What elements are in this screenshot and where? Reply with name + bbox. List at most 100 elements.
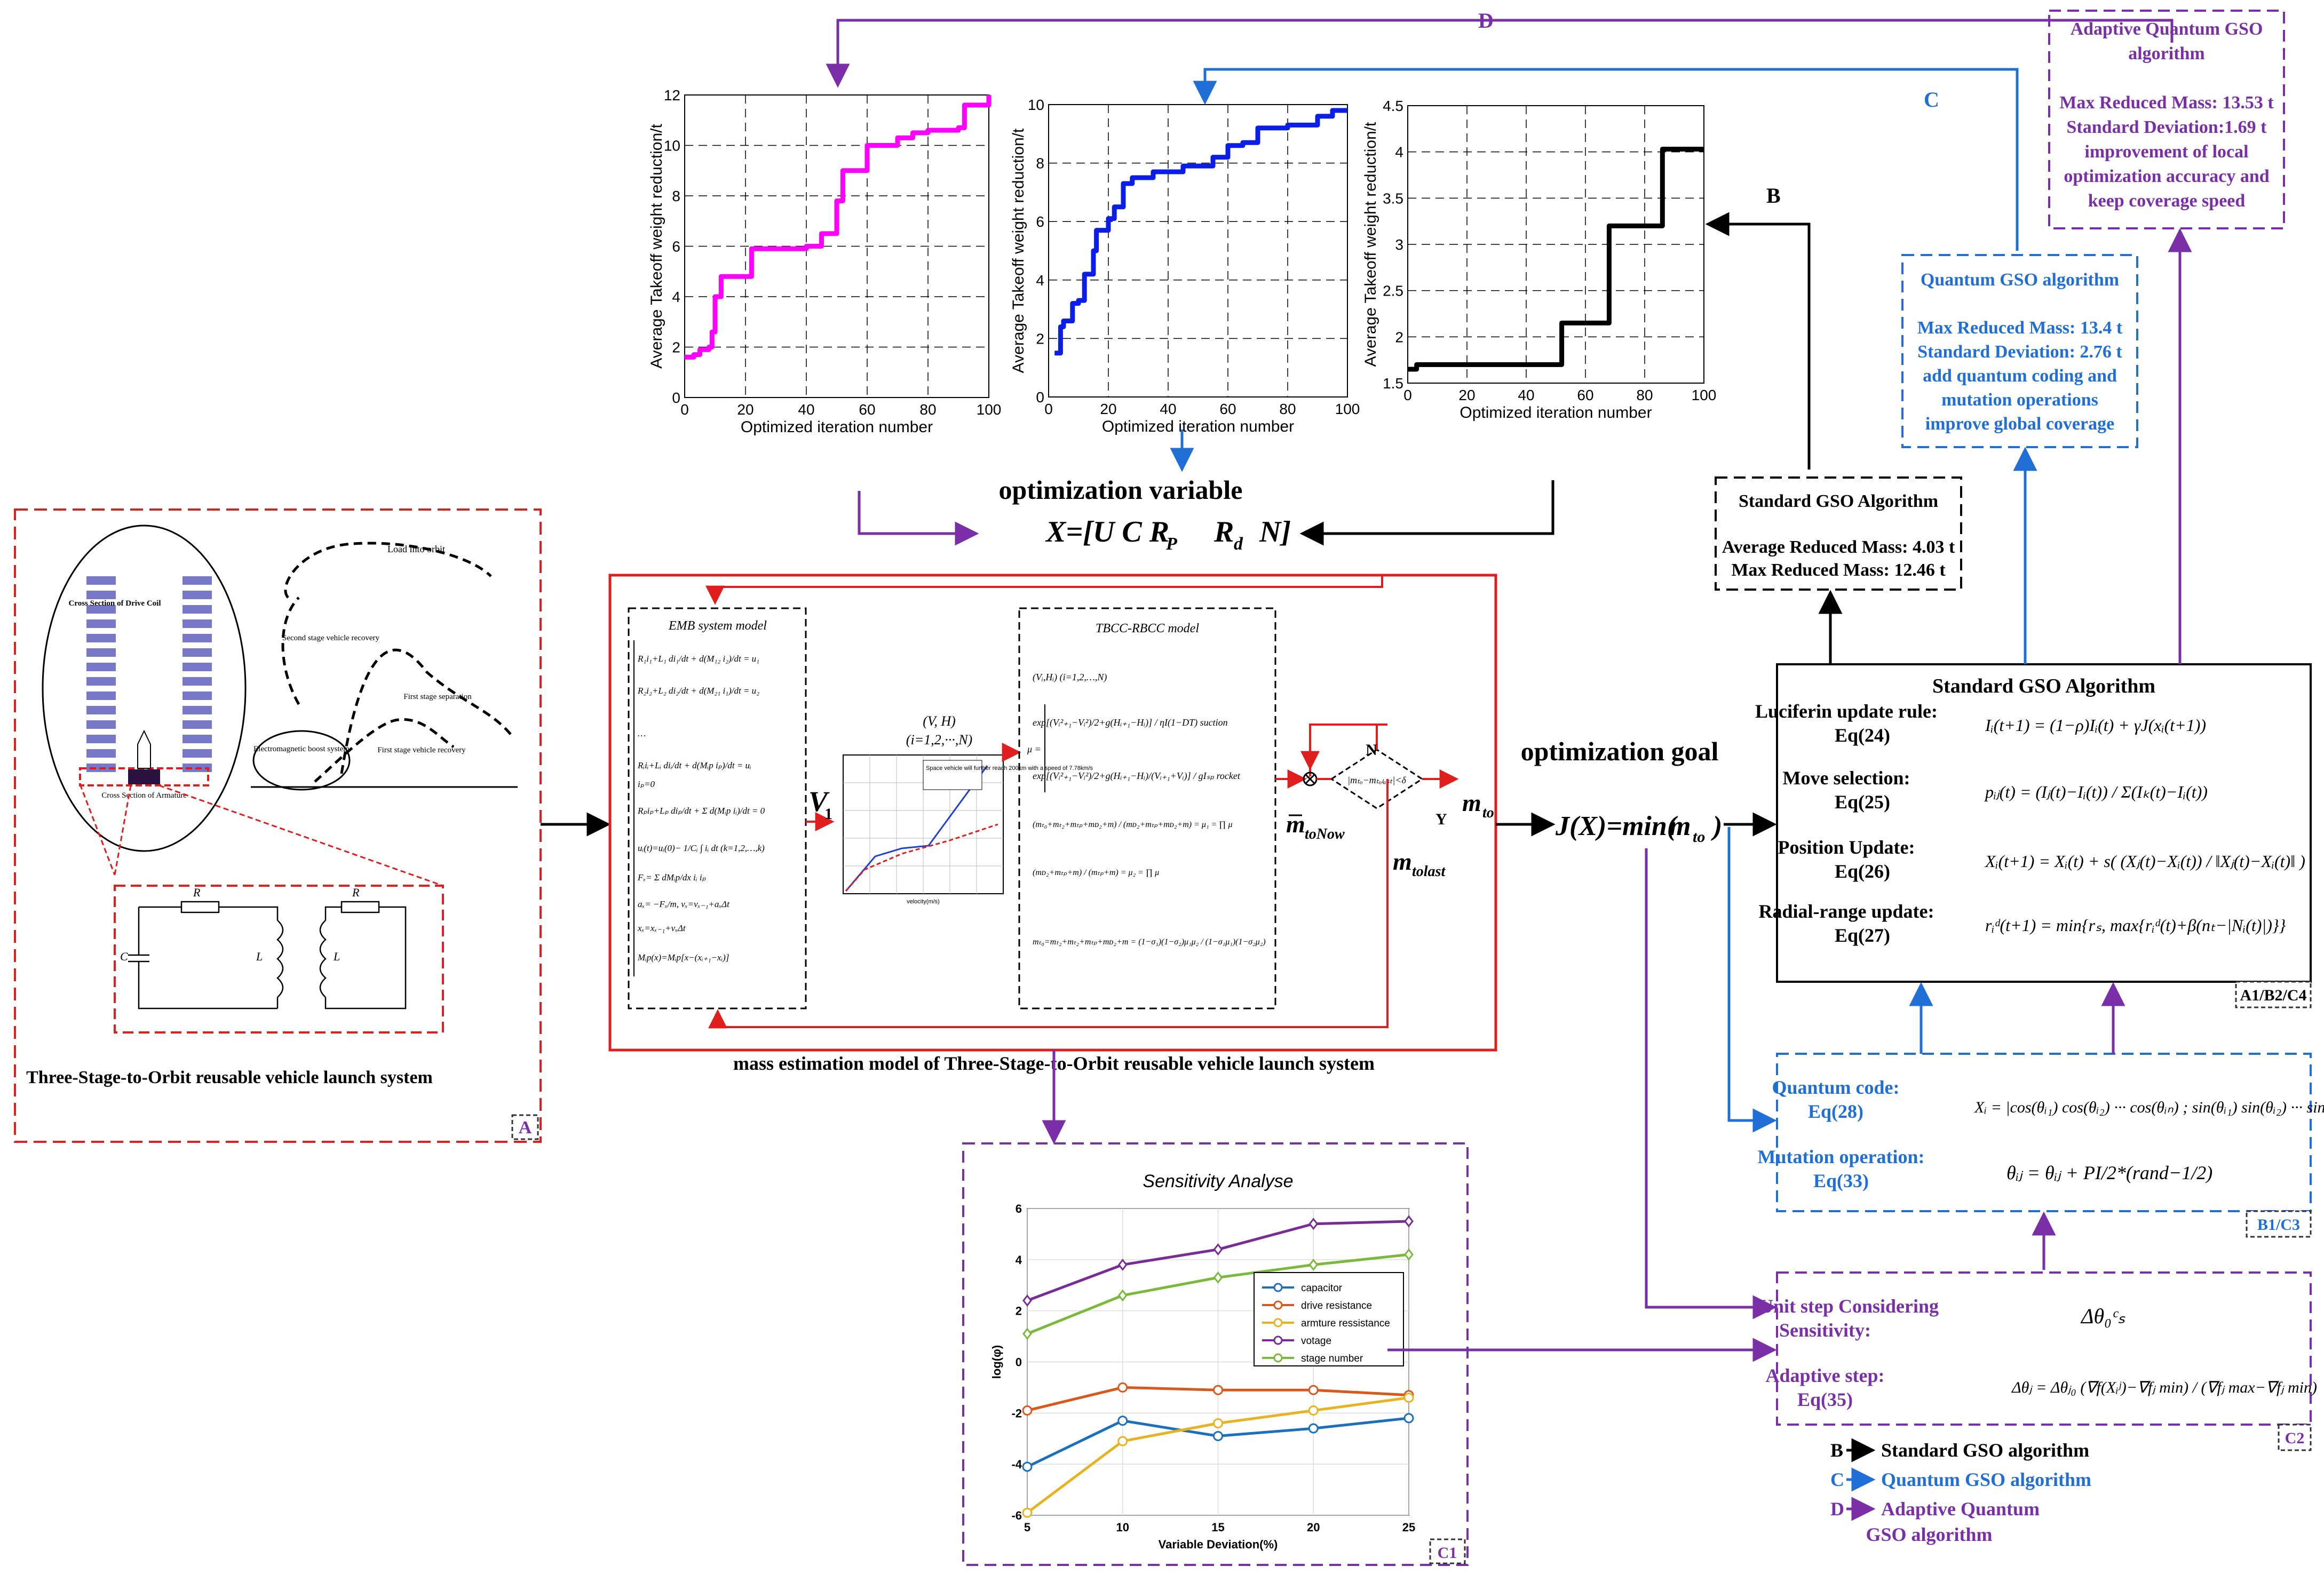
armature-label: Cross Section of Armature [101, 791, 187, 800]
x-tick-label: 5 [1024, 1521, 1030, 1534]
inset-xlabel: velocity(m/s) [907, 899, 940, 905]
coil-segment [86, 648, 116, 657]
launch-system-panel: A Cross Section of Drive Coil Cross Sect… [14, 508, 542, 1143]
legend-text: Quantum GSO algorithm [1881, 1469, 2091, 1490]
data-point [1022, 1294, 1032, 1307]
legend-entry: drive resistance [1301, 1300, 1372, 1311]
data-point [1308, 1218, 1319, 1230]
data-point [1213, 1243, 1223, 1256]
m-to-label: m [1462, 789, 1481, 816]
data-point [1213, 1430, 1223, 1441]
standard-gso-box: Standard GSO Algorithm Luciferin update … [1755, 663, 2312, 1008]
box-line: mutation operations [1941, 390, 2098, 410]
m-tolast-sub: tolast [1412, 863, 1446, 880]
x-tick-label: 25 [1402, 1521, 1415, 1534]
x-tick-label: 40 [1518, 387, 1534, 403]
coil-segment [183, 619, 212, 628]
quantum-box: Quantum code: Eq(28) Xᵢ = |cos(θᵢ₁) cos(… [1758, 1053, 2324, 1238]
orbit-label: Load into orbit [387, 544, 445, 554]
opt-var-title: optimization variable [999, 475, 1243, 505]
legend-key: D [1830, 1498, 1844, 1520]
gso-row-formula: rᵢᵈ(t+1) = min{rₛ, max{rᵢᵈ(t)+β(nₜ−|Nᵢ(t… [1985, 916, 2286, 935]
gso-row-eq: Eq(27) [1835, 925, 1890, 946]
quantum-code-eq: Eq(28) [1808, 1101, 1863, 1122]
data-point [1403, 1393, 1414, 1403]
x-tick-label: 60 [1219, 401, 1236, 417]
mass-estimation-panel: EMB system model R₁i₁+L₁ di₁/dt + d(M₁₂ … [608, 574, 1497, 1074]
x-tick-label: 80 [1279, 401, 1296, 417]
x-tick-label: 20 [1458, 387, 1475, 403]
emb-equation: iₚ=0 [638, 779, 655, 789]
goal-m: m [1669, 811, 1691, 841]
branch-y: Y [1435, 810, 1447, 828]
optimization-variable: optimization variable X=[U C R P R d N] [999, 475, 1291, 554]
path-d-label: D [1478, 9, 1494, 33]
coil-segment [183, 634, 212, 642]
circuit-l1: L [256, 950, 263, 963]
y-tick-label: 4 [672, 289, 680, 305]
y-tick-label: 4.5 [1383, 98, 1403, 114]
legend-entry: armture ressistance [1301, 1318, 1390, 1329]
box-line: optimization accuracy and [2064, 166, 2269, 186]
first-sep-label: First stage separation [403, 693, 472, 701]
y-tick-label: -4 [1011, 1458, 1022, 1471]
y-axis-label: Average Takeoff weight reduction/t [1362, 122, 1379, 367]
y-tick-label: 0 [1016, 1356, 1022, 1369]
legend-text: Standard GSO algorithm [1881, 1440, 2089, 1461]
y-tick-label: 3.5 [1383, 190, 1403, 206]
gso-row-formula: Iᵢ(t+1) = (1−ρ)Iᵢ(t) + γJ(xᵢ(t+1)) [1985, 716, 2206, 735]
inset-series [845, 765, 988, 892]
emb-equation: R₂i₂+L₂ di₂/dt + d(M₂₁ i₁)/dt = u₂ [637, 686, 759, 696]
arrow-plot3-to-var [1299, 480, 1554, 546]
tbcc-equation: (mᴅ₂+mₜₚ+m) / (mₜₚ+m) = μ₂ = ∏ μ [1033, 868, 1159, 877]
circuit-lp: L [333, 950, 340, 963]
quantum-code-label: Quantum code: [1772, 1077, 1899, 1098]
adaptive-step-label: Adaptive step: [1766, 1365, 1885, 1386]
goal-title: optimization goal [1521, 736, 1719, 766]
y-tick-label: 4 [1395, 144, 1403, 161]
coil-segment [86, 663, 116, 671]
x-tick-label: 40 [798, 401, 814, 418]
x-axis-label: Optimized iteration number [741, 418, 933, 436]
gso-row-label: Luciferin update rule: [1755, 701, 1938, 722]
unit-step-label: Unit step Considering [1759, 1295, 1939, 1317]
coil-label: Cross Section of Drive Coil [68, 599, 161, 608]
y-tick-label: 2 [672, 339, 680, 356]
x-tick-label: 100 [977, 401, 1002, 418]
circuit-r1: R [193, 886, 201, 899]
data-point [1117, 1382, 1128, 1393]
circuit-diagram [128, 901, 407, 1009]
y-tick-label: 12 [664, 87, 680, 104]
gso-title: Standard GSO Algorithm [1932, 675, 2155, 697]
circuit-rp: R [352, 886, 360, 899]
m-tonow-sub: toNow [1305, 826, 1345, 842]
coil-segment [183, 677, 212, 686]
x-tick-label: 100 [1692, 387, 1717, 403]
coil-segment [86, 634, 116, 642]
branch-n: N [1366, 741, 1377, 759]
adaptive-step-formula: Δθⱼ = Δθⱼ₀ (∇f(Xᵢʲ)−∇fⱼ min) / (∇fⱼ max−… [2011, 1379, 2317, 1396]
legend-entry: votage [1301, 1335, 1331, 1347]
x-tick-label: 20 [737, 401, 753, 418]
y-tick-label: 2 [1016, 1305, 1022, 1318]
tbcc-equation: (mₜ₀+mₜ₂+mₜₚ+mᴅ₂+m) / (mᴅ₂+mₜₚ+mᴅ₂+m) = … [1033, 820, 1233, 829]
emb-equation: xₓ=xₓ₋₁+vₓΔt [637, 923, 686, 933]
coil-segment [86, 619, 116, 628]
emb-equation: R₁i₁+L₁ di₁/dt + d(M₁₂ i₂)/dt = u₁ [637, 654, 759, 664]
data-point [1213, 1271, 1223, 1284]
data-point [1213, 1385, 1223, 1395]
arrow-goal-to-quantum [1727, 827, 1777, 1133]
path-c-feedback: C [1193, 68, 2019, 251]
gso-row-label: Position Update: [1778, 837, 1915, 858]
x-tick-label: 0 [1403, 387, 1412, 403]
opt-var-n: N] [1259, 515, 1291, 548]
box-line: add quantum coding and [1923, 366, 2117, 386]
emb-equation: aₓ= −Fₓ/m, vₓ=vₓ₋₁+aₓΔt [638, 899, 730, 909]
opt-var-rd-sub: d [1234, 534, 1243, 554]
y-tick-label: 10 [1028, 97, 1044, 113]
y-tick-label: 4 [1016, 1253, 1022, 1267]
x-axis-label: Optimized iteration number [1460, 404, 1652, 422]
